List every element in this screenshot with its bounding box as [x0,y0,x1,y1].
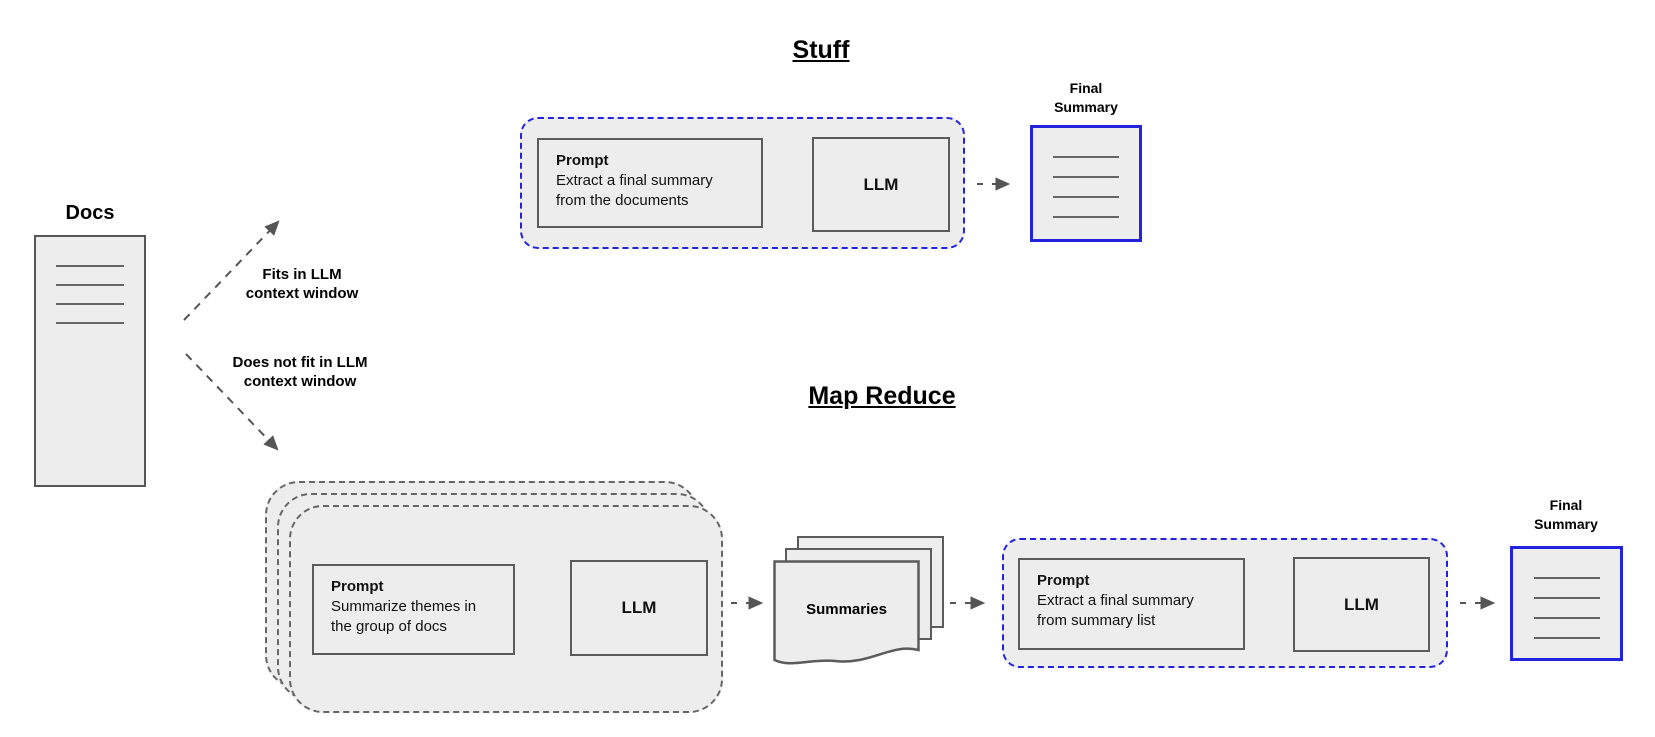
reduce-llm-node: LLM [1293,557,1430,652]
llm-label: LLM [1344,594,1379,614]
prompt-heading: Prompt [556,152,609,169]
map-prompt-node: Prompt Summarize themes in the group of … [312,564,515,655]
stuff-final-summary-icon [1030,125,1142,242]
doc-line [56,284,124,286]
llm-label: LLM [863,174,899,194]
final-summary-icon [1510,546,1623,661]
fits-in-context-label: Fits in LLM context window [245,266,359,302]
doc-line [56,303,124,305]
stuff-final-summary-label: Final Summary [1054,80,1118,115]
doc-line [1533,577,1600,579]
map-batch-container: Prompt Summarize themes in the group of … [289,505,723,713]
final-summary-label: Final Summary [1534,497,1598,532]
prompt-heading: Prompt [331,578,384,595]
stuff-chain-container: Prompt Extract a final summary from the … [520,117,965,249]
map-llm-node: LLM [570,560,708,656]
stuff-prompt-node: Prompt Extract a final summary from the … [537,138,763,228]
prompt-body: Summarize themes in the group of docs [331,598,477,635]
reduce-chain-container: Prompt Extract a final summary from summ… [1002,538,1448,668]
prompt-heading: Prompt [1037,572,1090,589]
prompt-body: Extract a final summary from the documen… [556,172,713,209]
doc-line [1533,617,1600,619]
stuff-title: Stuff [792,36,850,64]
prompt-body: Extract a final summary from summary lis… [1037,592,1194,629]
doc-line [1053,156,1119,158]
doc-line [56,322,124,324]
summaries-label: Summaries [806,601,887,618]
doc-line [56,265,124,267]
reduce-prompt-node: Prompt Extract a final summary from summ… [1018,558,1245,650]
doc-line [1053,216,1119,218]
map-reduce-title: Map Reduce [808,382,956,410]
doc-line [1053,196,1119,198]
doc-line [1053,176,1119,178]
doc-line [1533,637,1600,639]
docs-icon [34,235,146,487]
doc-text-lines [36,237,144,324]
doc-text-lines [1513,549,1620,639]
doc-line [1533,597,1600,599]
llm-label: LLM [621,598,657,617]
docs-label: Docs [65,202,115,224]
branch-down-arrow [185,353,279,451]
summaries-doc-icon [773,560,920,665]
doc-text-lines [1033,128,1139,218]
stuff-llm-node: LLM [812,137,950,232]
branch-up-arrow [183,220,280,321]
does-not-fit-label: Does not fit in LLM context window [232,354,368,390]
